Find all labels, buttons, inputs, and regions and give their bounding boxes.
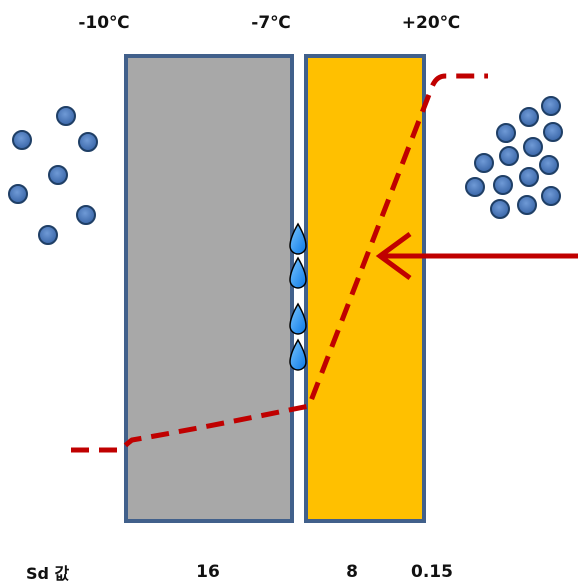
sd-title: Sd 값 <box>26 564 70 583</box>
condensation-drops <box>289 222 307 371</box>
water-vapor-molecule-icon <box>519 167 539 187</box>
outside-molecules <box>8 106 98 245</box>
water-drop-icon <box>289 256 307 289</box>
inside-molecules <box>465 96 563 219</box>
water-vapor-molecule-icon <box>474 153 494 173</box>
water-vapor-molecule-icon <box>48 165 68 185</box>
water-vapor-molecule-icon <box>519 107 539 127</box>
water-vapor-molecule-icon <box>493 175 513 195</box>
water-vapor-molecule-icon <box>38 225 58 245</box>
water-drop-icon <box>289 222 307 255</box>
water-vapor-molecule-icon <box>541 96 561 116</box>
temperature-inside: +20℃ <box>401 13 461 33</box>
temperature-interface: -7℃ <box>251 13 291 33</box>
water-vapor-molecule-icon <box>496 123 516 143</box>
water-vapor-molecule-icon <box>8 184 28 204</box>
water-vapor-molecule-icon <box>12 130 32 150</box>
layer-yellow <box>304 54 426 523</box>
water-vapor-molecule-icon <box>543 122 563 142</box>
sd-value-layer1: 16 <box>196 562 220 582</box>
water-vapor-molecule-icon <box>76 205 96 225</box>
layer-gray <box>124 54 294 523</box>
water-vapor-molecule-icon <box>490 199 510 219</box>
water-vapor-molecule-icon <box>539 155 559 175</box>
water-vapor-molecule-icon <box>523 137 543 157</box>
water-vapor-molecule-icon <box>499 146 519 166</box>
water-vapor-molecule-icon <box>517 195 537 215</box>
water-vapor-molecule-icon <box>78 132 98 152</box>
vapor-pressure-curve <box>71 73 488 453</box>
water-vapor-molecule-icon <box>465 177 485 197</box>
sd-value-layer2: 8 <box>346 562 358 582</box>
water-drop-icon <box>289 302 307 335</box>
water-vapor-molecule-icon <box>56 106 76 126</box>
water-vapor-molecule-icon <box>541 186 561 206</box>
sd-value-layer3: 0.15 <box>411 562 453 582</box>
diffusion-arrow <box>375 231 578 281</box>
water-drop-icon <box>289 338 307 371</box>
temperature-outside: -10℃ <box>78 13 130 33</box>
